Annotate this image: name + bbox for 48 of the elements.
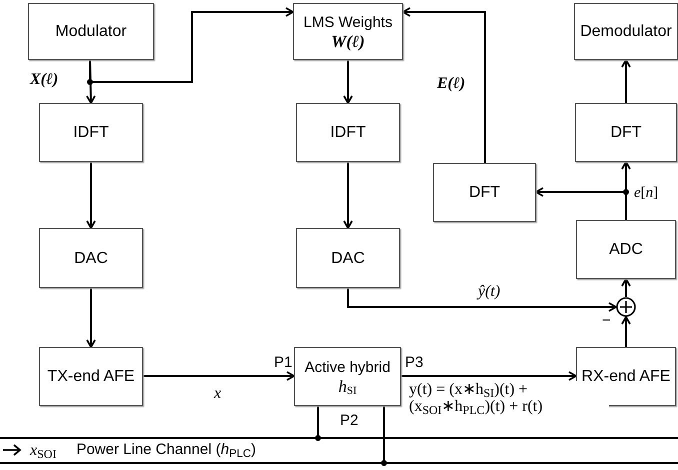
power-line-band [0,437,678,464]
box-label: ADC [609,240,643,259]
channel-label: Power Line Channel (h$_{PLC}$) [76,440,256,462]
port-label: e[n] [634,184,658,203]
sign-label: − [602,311,611,331]
box-label: Modulator [55,22,127,41]
connector-arrow [343,162,353,229]
connector-arrow [347,288,617,312]
box-label: Demodulator [580,22,672,41]
connector-arrow [89,7,294,83]
process-box [574,3,678,60]
box-label: DFT [468,183,500,202]
edge-label: y(t) = (x∗h$_{SI}$)(t) + (x$_{SOI}$∗h$_{PLC}$)(t) + r(t) [409,381,609,415]
process-box [28,3,154,60]
box-label: LMS Weights [304,12,392,32]
connector-arrow [621,316,631,347]
summing-junction [616,297,636,317]
connector-arrow [143,371,295,381]
math-symbol: h$_{SI}$ [338,376,357,396]
box-label: IDFT [73,123,109,142]
process-box [294,347,401,406]
box-label: DAC [74,248,108,268]
process-box [39,347,143,406]
box-label: DAC [331,248,365,268]
process-box [575,103,677,162]
connector-arrow [401,371,577,381]
connector-arrow [621,278,631,297]
connector-arrow [343,60,353,104]
process-box [296,228,400,288]
connector-arrow [402,7,486,163]
math-symbol: W(ℓ) [331,32,365,50]
process-box [293,3,403,60]
process-box [39,103,143,162]
process-box [576,220,676,279]
box-label: Active hybrid [304,358,390,376]
box-label: TX-end AFE [47,367,135,386]
connector-arrow [86,162,96,229]
signal-symbol: x$_{SOI}$ [30,440,56,462]
box-label: IDFT [330,123,366,142]
connector-arrow [86,288,96,348]
port-label: P3 [405,353,424,373]
process-box [296,103,400,162]
port-label: P1 [274,353,292,373]
process-box [433,163,536,222]
process-box [39,228,143,288]
port-label: P2 [340,411,358,431]
box-label: DFT [610,123,642,142]
connector-arrow [621,59,631,103]
